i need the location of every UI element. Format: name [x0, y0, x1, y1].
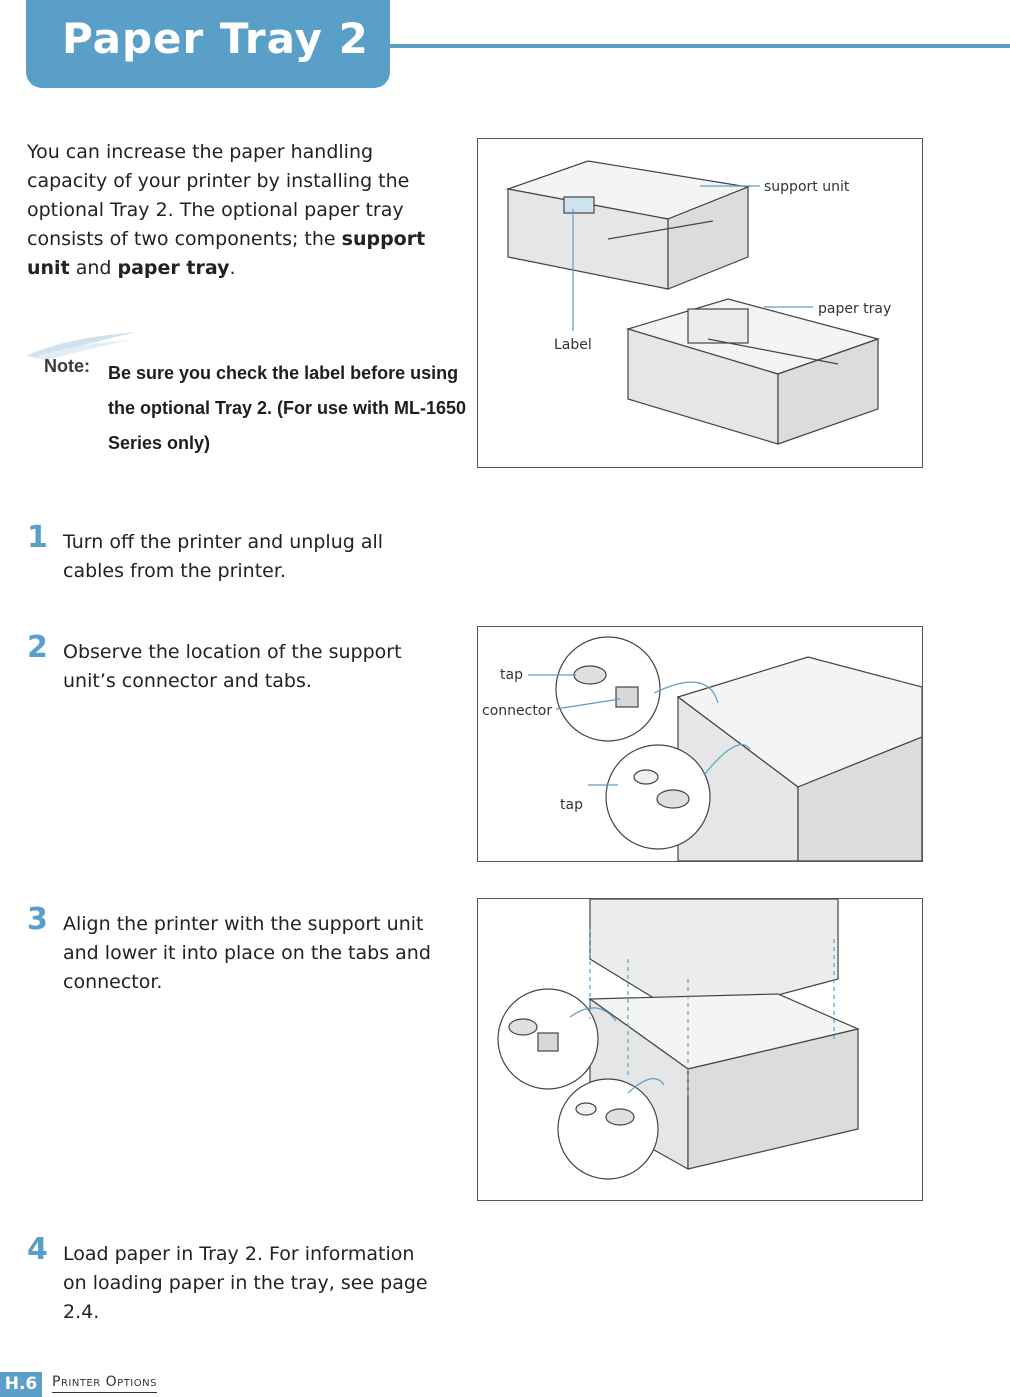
step-text: Align the printer with the support unit …	[63, 913, 431, 993]
figure-connector-tabs: tap connector tap	[477, 626, 923, 862]
callout-tap-bottom: tap	[560, 797, 583, 813]
intro-bold-paper-tray: paper tray	[117, 257, 230, 279]
header-rule	[388, 44, 1010, 48]
note-text: Be sure you check the label before using…	[108, 363, 467, 453]
callout-support-unit: support unit	[764, 179, 850, 195]
connector-tabs-illustration: tap connector tap	[482, 636, 922, 861]
tray-components-illustration: support unit paper tray Label	[505, 160, 891, 445]
callout-connector: connector	[482, 703, 552, 719]
page-footer: H.6 Printer Options	[0, 1372, 180, 1397]
page-title: Paper Tray 2	[62, 14, 369, 63]
callout-tap-top: tap	[500, 667, 523, 683]
step-number: 4	[27, 1232, 48, 1267]
intro-bold-support-unit: support unit	[27, 228, 426, 279]
printer-alignment-illustration	[497, 899, 860, 1180]
step-number: 2	[27, 630, 48, 665]
step-text: Load paper in Tray 2. For information on…	[63, 1243, 428, 1323]
callout-paper-tray: paper tray	[818, 301, 891, 317]
section-name: Printer Options	[52, 1374, 157, 1393]
step-text: Observe the location of the support unit…	[63, 641, 402, 692]
intro-paragraph: You can increase the paper handling capa…	[27, 138, 447, 283]
figure-printer-alignment	[477, 898, 923, 1201]
note-swoosh-icon	[26, 332, 136, 360]
step-number: 3	[27, 902, 48, 937]
step-text: Turn off the printer and unplug all cabl…	[63, 531, 384, 582]
step-number: 1	[27, 520, 48, 555]
figure-tray-components: support unit paper tray Label	[477, 138, 923, 468]
title-tab: Paper Tray 2	[26, 0, 390, 88]
callout-label: Label	[554, 337, 592, 353]
intro-text-before: You can increase the paper handling capa…	[27, 141, 410, 250]
note-label: Note:	[44, 356, 90, 376]
page-number: H.6	[0, 1372, 42, 1397]
intro-text-mid: and	[69, 257, 118, 279]
intro-text-after: .	[229, 257, 236, 279]
